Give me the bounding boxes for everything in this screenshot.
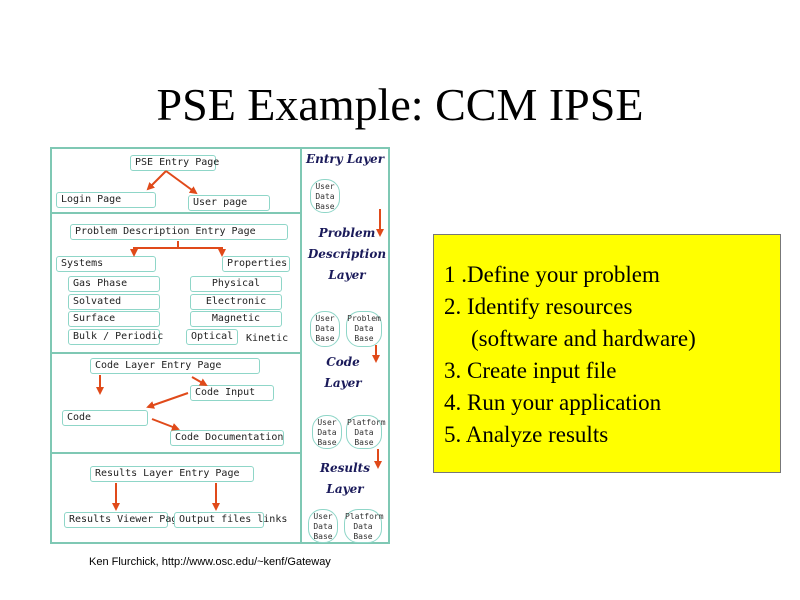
step-item: 4. Run your application [444, 390, 662, 415]
physical-box: Physical [190, 276, 282, 292]
db-line: Base [315, 202, 335, 211]
results-layer-line-1: Results [320, 461, 370, 475]
db-line: Data [353, 522, 373, 531]
results-layer-label: Results Layer [300, 458, 390, 500]
db-line: User [313, 512, 333, 521]
code-layer-divider [52, 452, 300, 454]
db-line: User [315, 182, 335, 191]
gas-phase-box: Gas Phase [68, 276, 160, 292]
db-line: Data [315, 324, 335, 333]
arrow-pse-to-login [146, 170, 167, 191]
platform-database-code: Platform Data Base [346, 415, 386, 449]
problem-database: Problem Data Base [346, 311, 382, 347]
step-item: 2. Identify resources [444, 294, 633, 319]
user-database-entry: User Data Base [310, 179, 340, 213]
arrow-input-to-code [146, 392, 189, 409]
step-item: 1 .Define your problem [444, 262, 660, 287]
step-item-continuation: (software and hardware) [471, 326, 696, 351]
arrow-code-to-doc [151, 418, 180, 431]
problem-layer-divider [52, 352, 300, 354]
steps-note-box: 1 .Define your problem 2. Identify resou… [433, 234, 781, 473]
results-entry-page-box: Results Layer Entry Page [90, 466, 254, 482]
electronic-box: Electronic [190, 294, 282, 310]
results-layer-line-2: Layer [326, 482, 364, 496]
db-line: User [317, 418, 337, 427]
magnetic-box: Magnetic [190, 311, 282, 327]
source-caption: Ken Flurchick, http://www.osc.edu/~kenf/… [89, 556, 331, 568]
results-viewer-page-box: Results Viewer Page [64, 512, 183, 528]
user-page-box: User page [188, 195, 270, 211]
flow-arrows [96, 170, 384, 511]
arrow-entry-to-input [191, 376, 208, 386]
db-line: Platform [347, 418, 386, 427]
db-line: Base [315, 334, 335, 343]
bulk-periodic-box: Bulk / Periodic [68, 329, 163, 345]
slide-title: PSE Example: CCM IPSE [156, 79, 644, 130]
db-line: Data [354, 428, 374, 437]
problem-layer-label: Problem Description Layer [302, 223, 392, 286]
platform-database-results: Platform Data Base [344, 509, 384, 543]
systems-box: Systems [56, 256, 156, 272]
code-box: Code [62, 410, 148, 426]
db-line: Data [315, 192, 335, 201]
login-page-box: Login Page [56, 192, 156, 208]
code-layer-entry-page-box: Code Layer Entry Page [90, 358, 260, 374]
layer-column-divider [300, 149, 302, 542]
solvated-box: Solvated [68, 294, 160, 310]
pse-entry-page-box: PSE Entry Page [130, 155, 219, 171]
problem-entry-page-box: Problem Description Entry Page [70, 224, 288, 240]
problem-layer-line-2: Description [307, 247, 387, 261]
problem-layer-line-3: Layer [328, 268, 366, 282]
output-files-links-box: Output files links [174, 512, 287, 528]
surface-box: Surface [68, 311, 160, 327]
arrow-problem-to-systems [130, 241, 179, 257]
entry-layer-label: Entry Layer [300, 149, 390, 170]
entry-layer-text: Entry Layer [305, 152, 385, 166]
code-input-box: Code Input [190, 385, 274, 401]
user-database-results: User Data Base [308, 509, 338, 543]
db-line: Data [313, 522, 333, 531]
db-line: Base [353, 532, 373, 541]
code-layer-line-2: Layer [324, 376, 362, 390]
properties-box: Properties [222, 256, 290, 272]
optical-box: Optical [186, 329, 238, 345]
db-line: Base [354, 438, 374, 447]
db-line: Base [354, 334, 374, 343]
arrow-pse-to-user [165, 170, 198, 195]
user-database-problem: User Data Base [310, 311, 340, 347]
db-line: Base [313, 532, 333, 541]
user-database-code: User Data Base [312, 415, 342, 449]
step-item: 5. Analyze results [444, 422, 609, 447]
step-item: 3. Create input file [444, 358, 617, 383]
problem-layer-line-1: Problem [318, 226, 376, 240]
db-line: User [315, 314, 335, 323]
entry-layer-divider [52, 212, 300, 214]
db-line: Data [317, 428, 337, 437]
kinetic-label: Kinetic [246, 333, 289, 344]
db-line: Platform [345, 512, 384, 521]
code-layer-line-1: Code [326, 355, 360, 369]
code-documentation-box: Code Documentation [170, 430, 284, 446]
db-line: Base [317, 438, 337, 447]
arrow-problem-to-properties [177, 241, 226, 257]
code-layer-label: Code Layer [298, 352, 388, 394]
ccm-ipse-diagram: PSE Entry Page Login Page User page Prob… [50, 147, 390, 544]
db-line: Problem [347, 314, 381, 323]
db-line: Data [354, 324, 374, 333]
